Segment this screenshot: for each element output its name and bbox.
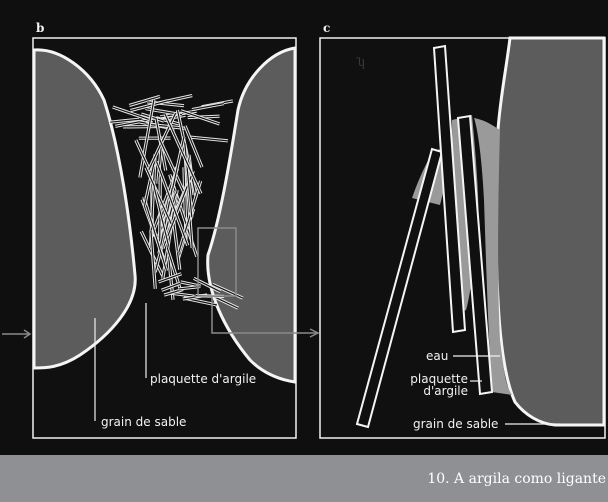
grain-label-b: grain de sable bbox=[101, 415, 186, 429]
figure-caption: 10. A argila como ligante bbox=[427, 471, 606, 487]
water-label: eau bbox=[426, 349, 448, 363]
platelet-label-c-line2: d'argile bbox=[404, 385, 468, 397]
panel-b-letter: b bbox=[36, 21, 44, 35]
panel-c-sand-grain bbox=[496, 38, 604, 425]
platelet-label-c: plaquette d'argile bbox=[404, 373, 468, 397]
panel-c-letter: c bbox=[323, 21, 330, 35]
left-edge-arrow bbox=[2, 330, 30, 338]
grain-label-c: grain de sable bbox=[413, 417, 498, 431]
panel-c-faint-marks: ʮ bbox=[356, 55, 365, 69]
platelet-label-b: plaquette d'argile bbox=[150, 372, 256, 386]
